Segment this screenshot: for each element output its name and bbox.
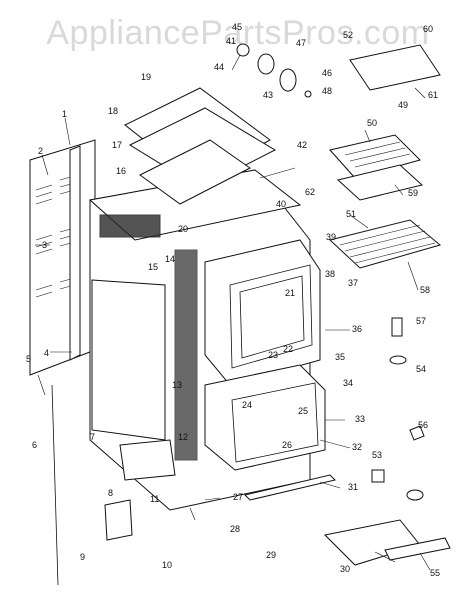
callout-50: 50: [367, 118, 377, 128]
upper-oven-liner: [204, 239, 321, 386]
callout-5: 5: [26, 354, 31, 364]
lower-oven-liner: [204, 364, 326, 471]
broil-element: [349, 44, 441, 91]
callout-33: 33: [355, 414, 365, 424]
callout-labels: 1 2 3 4 5 6 7 8 9 10 11 12 13 14 15 16 1…: [26, 22, 440, 578]
callout-6: 6: [32, 440, 37, 450]
callout-49: 49: [398, 100, 408, 110]
callout-55: 55: [430, 568, 440, 578]
callout-40: 40: [276, 199, 286, 209]
callout-21: 21: [285, 288, 295, 298]
callout-53: 53: [372, 450, 382, 460]
callout-38: 38: [325, 269, 335, 279]
callout-32: 32: [352, 442, 362, 452]
callout-57: 57: [416, 316, 426, 326]
callout-39: 39: [326, 232, 336, 242]
callout-34: 34: [343, 378, 353, 388]
callout-29: 29: [266, 550, 276, 560]
callout-59: 59: [408, 188, 418, 198]
callout-19: 19: [141, 72, 151, 82]
callout-7: 7: [90, 432, 95, 442]
callout-14: 14: [165, 254, 175, 264]
bezel-parts: [236, 43, 312, 98]
callout-15: 15: [148, 262, 158, 272]
callout-48: 48: [322, 86, 332, 96]
callout-18: 18: [108, 106, 118, 116]
side-panel: [29, 139, 96, 376]
callout-24: 24: [242, 400, 252, 410]
callout-25: 25: [298, 406, 308, 416]
callout-26: 26: [282, 440, 292, 450]
callout-23: 23: [268, 350, 278, 360]
callout-52: 52: [343, 30, 353, 40]
callout-30: 30: [340, 564, 350, 574]
callout-42: 42: [297, 140, 307, 150]
callout-8: 8: [108, 488, 113, 498]
callout-11: 11: [150, 494, 159, 504]
callout-62: 62: [305, 187, 315, 197]
callout-36: 36: [352, 324, 362, 334]
bottom-trim: [119, 439, 176, 481]
bake-element: [323, 519, 451, 566]
callout-22a: 22: [283, 344, 293, 354]
oven-rack: [328, 219, 442, 269]
callout-45: 45: [232, 22, 242, 32]
rod: [51, 384, 59, 586]
callout-35: 35: [335, 352, 345, 362]
light-parts: [371, 317, 425, 501]
callout-4: 4: [44, 348, 49, 358]
callout-47a: 47: [296, 38, 306, 48]
callout-28: 28: [230, 524, 240, 534]
callout-17: 17: [112, 140, 122, 150]
callout-12: 12: [178, 432, 188, 442]
broiler-pan: [329, 134, 424, 201]
callout-1a: 1: [62, 109, 67, 119]
callout-3: 3: [42, 240, 47, 250]
callout-61: 61: [428, 90, 438, 100]
callout-58: 58: [420, 285, 430, 295]
callout-31: 31: [348, 482, 358, 492]
callout-41: 41: [226, 36, 236, 46]
callout-16: 16: [116, 166, 126, 176]
callout-54: 54: [416, 364, 426, 374]
trim-strip: [69, 145, 81, 361]
threshold-strip: [244, 474, 336, 501]
front-panel: [91, 279, 166, 441]
callout-43: 43: [263, 90, 273, 100]
callout-20: 20: [178, 224, 188, 234]
callout-10: 10: [162, 560, 172, 570]
callout-44: 44: [214, 62, 224, 72]
callout-51: 51: [346, 209, 356, 219]
callout-37: 37: [348, 278, 358, 288]
callout-2: 2: [38, 146, 43, 156]
leader-lines: [35, 54, 431, 571]
callout-60: 60: [423, 24, 433, 34]
callout-13: 13: [172, 380, 182, 390]
callout-27: 27: [233, 492, 243, 502]
callout-56: 56: [418, 420, 428, 430]
hinge-bracket: [104, 499, 133, 541]
top-cover: [124, 87, 277, 205]
callout-9: 9: [80, 552, 85, 562]
callout-46: 46: [322, 68, 332, 78]
